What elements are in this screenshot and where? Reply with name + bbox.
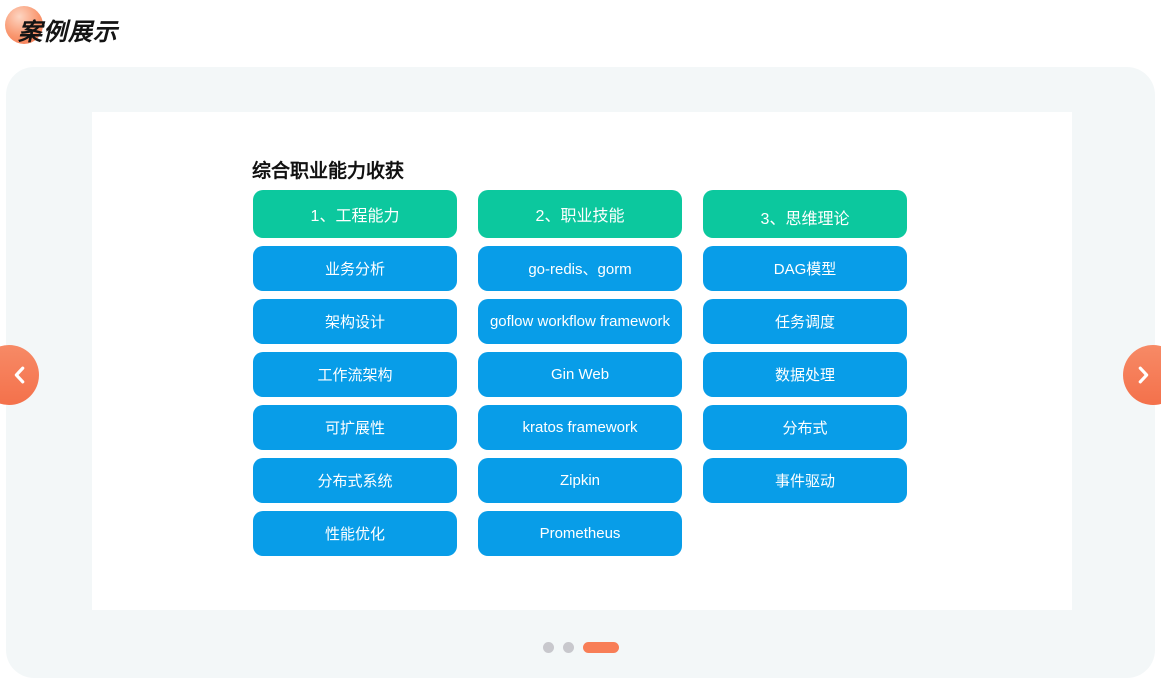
chevron-left-icon [14, 366, 25, 384]
column-thinking-theory: 3、思维理论 DAG模型 任务调度 数据处理 分布式 事件驱动 [703, 190, 907, 564]
skill-chip: 工作流架构 [253, 352, 457, 397]
column-header: 2、职业技能 [478, 190, 682, 238]
skill-chip: 可扩展性 [253, 405, 457, 450]
skill-chip: 性能优化 [253, 511, 457, 556]
column-engineering: 1、工程能力 业务分析 架构设计 工作流架构 可扩展性 分布式系统 性能优化 [253, 190, 457, 564]
skill-chip: goflow workflow framework [478, 299, 682, 344]
skill-chip: 任务调度 [703, 299, 907, 344]
skill-chip: go-redis、gorm [478, 246, 682, 291]
skill-chip: 数据处理 [703, 352, 907, 397]
skill-chip: 业务分析 [253, 246, 457, 291]
skill-chip: Zipkin [478, 458, 682, 503]
logo-circle-icon [5, 6, 43, 44]
logo-text: 案例展示 [18, 19, 118, 46]
skill-chip: Gin Web [478, 352, 682, 397]
skill-chip: DAG模型 [703, 246, 907, 291]
pagination-dot-2[interactable] [562, 641, 574, 653]
carousel-panel: 综合职业能力收获 1、工程能力 业务分析 架构设计 工作流架构 可扩展性 分布式… [6, 67, 1155, 678]
page-logo: 案例展示 [5, 4, 225, 54]
skill-chip: 事件驱动 [703, 458, 907, 503]
pagination-dot-3-active[interactable] [582, 641, 619, 653]
column-header: 1、工程能力 [253, 190, 457, 238]
pagination-dot-1[interactable] [542, 641, 554, 653]
skill-chip: Prometheus [478, 511, 682, 556]
skill-chip: 分布式 [703, 405, 907, 450]
skill-chip: 分布式系统 [253, 458, 457, 503]
carousel-pagination [0, 641, 1161, 653]
column-header: 3、思维理论 [703, 190, 907, 238]
skill-chip: kratos framework [478, 405, 682, 450]
skill-chip: 架构设计 [253, 299, 457, 344]
skill-columns: 1、工程能力 业务分析 架构设计 工作流架构 可扩展性 分布式系统 性能优化 2… [253, 190, 907, 564]
slide-title: 综合职业能力收获 [252, 161, 405, 182]
slide-card: 综合职业能力收获 1、工程能力 业务分析 架构设计 工作流架构 可扩展性 分布式… [92, 112, 1072, 610]
chevron-right-icon [1138, 366, 1149, 384]
column-professional-skills: 2、职业技能 go-redis、gorm goflow workflow fra… [478, 190, 682, 564]
